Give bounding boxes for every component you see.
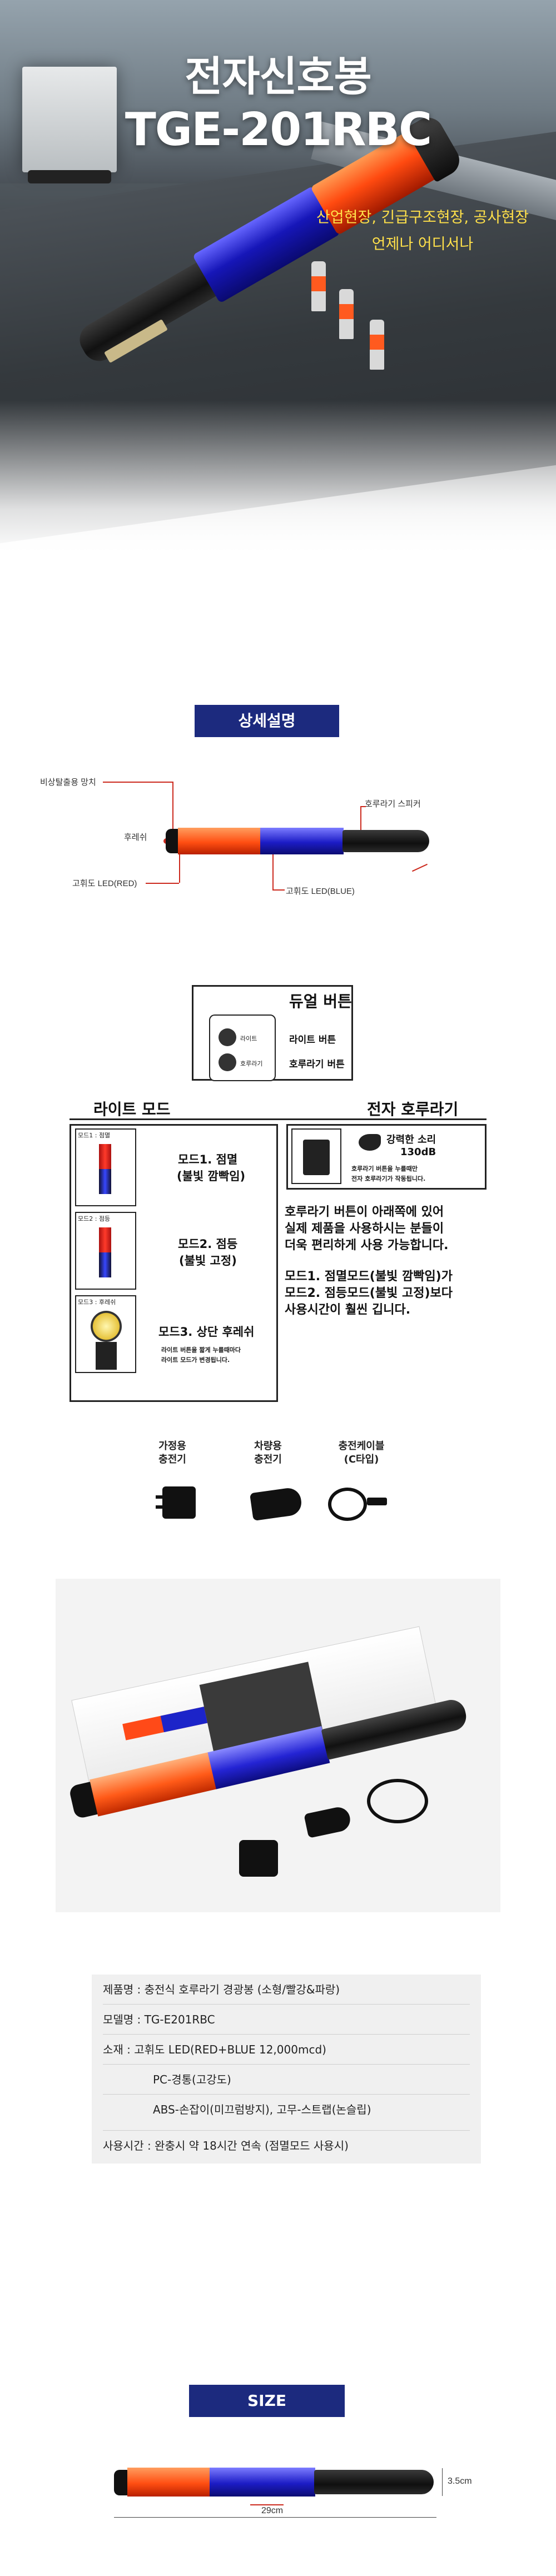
strap-line (250, 2504, 284, 2505)
pointer-line (103, 782, 172, 783)
photo-home-charger (239, 1840, 278, 1877)
photo-car-charger (304, 1805, 353, 1838)
plug-pin (156, 1495, 163, 1499)
button-panel-illustration (209, 1015, 276, 1081)
spec-row: 모델명 : TG-E201RBC (103, 2005, 470, 2035)
size-length-label: 29cm (261, 2506, 284, 2515)
home-charger-icon (162, 1486, 196, 1519)
size-baton-image (114, 2462, 434, 2502)
whistle-title: 전자 호루라기 (367, 1100, 459, 1118)
mode3-note-line1: 라이트 버튼을 짧게 누를때마다 (161, 1346, 241, 1354)
spec-table: 제품명 : 충전식 호루라기 경광봉 (소형/빨강&파랑) 모델명 : TG-E… (92, 1975, 481, 2130)
cable-icon (328, 1488, 367, 1521)
hero-cone (370, 320, 384, 370)
hero-cone (311, 261, 326, 311)
accessory-label-line2: 충전기 (158, 1454, 186, 1465)
product-package-photo (56, 1579, 500, 1912)
accessory-car-charger-label: 차량용 충전기 (240, 1440, 296, 1466)
length-dimension-line (114, 2517, 436, 2518)
mode1-blue-light (99, 1169, 111, 1194)
dual-button-title: 듀얼 버튼 (289, 992, 352, 1011)
mode2-title: 모드2. 점등 (178, 1237, 238, 1251)
mode2-tag: 모드2 : 점등 (78, 1215, 111, 1222)
hero-model: TGE-201RBC (125, 103, 432, 156)
hero-banner: 전자신호봉 TGE-201RBC 산업현장, 긴급구조현장, 공사현장 언제나 … (0, 0, 556, 556)
whistle-note-line1: 호루라기 버튼을 누를때만 (351, 1165, 418, 1172)
mode1-tag: 모드1 : 점멸 (78, 1132, 111, 1139)
flashlight-body (96, 1342, 117, 1370)
handle-illustration (303, 1140, 330, 1175)
whistle-button-icon (219, 1053, 236, 1071)
desc2-line2: 모드2. 점등모드(불빛 고정)보다 (285, 1286, 453, 1300)
mode1-desc: (불빛 깜빡임) (177, 1170, 246, 1183)
part-label-led-red: 고휘도 LED(RED) (72, 879, 137, 888)
desc2-line1: 모드1. 점멸모드(불빛 깜빡임)가 (285, 1270, 453, 1284)
desc2-line3: 사용시간이 훨씬 깁니다. (285, 1303, 411, 1317)
accessory-label-line1: 가정용 (158, 1440, 186, 1452)
whistle-button-small-label: 호루라기 (240, 1060, 263, 1067)
hero-subtitle-2: 언제나 어디서나 (371, 236, 474, 253)
pointer-line (272, 889, 285, 891)
mode2-blue-light (99, 1252, 111, 1277)
photo-cable (367, 1779, 428, 1823)
spec-table-footer: 사용시간 : 완충시 약 18시간 연속 (점멸모드 사용시) (92, 2130, 481, 2164)
part-label-led-blue: 고휘도 LED(BLUE) (286, 887, 355, 896)
part-label-emergency-tool: 비상탈출용 망치 (40, 778, 96, 787)
whistle-icon (359, 1134, 381, 1151)
sound-line2: 130dB (400, 1146, 436, 1158)
accessory-label-line1: 차량용 (254, 1440, 282, 1452)
whistle-note-line2: 전자 호루라기가 작동됩니다. (351, 1175, 426, 1182)
pointer-line (360, 806, 366, 807)
accessory-label-line1: 충전케이블 (338, 1440, 385, 1452)
pointer-line (360, 806, 361, 833)
plug-pin (156, 1505, 163, 1509)
height-dimension-line (442, 2468, 443, 2496)
mode3-title: 모드3. 상단 후레쉬 (158, 1325, 255, 1339)
pointer-line (172, 782, 173, 832)
spec-row: PC-경통(고강도) (103, 2065, 470, 2095)
pointer-line (272, 853, 274, 889)
hero-fade (0, 400, 556, 556)
accessory-label-line2: 충전기 (254, 1454, 282, 1465)
light-mode-title: 라이트 모드 (93, 1100, 171, 1118)
strap-line (411, 863, 428, 872)
hero-truck (22, 67, 117, 183)
mode3-tag: 모드3 : 후레쉬 (78, 1299, 116, 1306)
mode1-red-light (99, 1144, 111, 1169)
size-height-label: 3.5cm (448, 2476, 472, 2486)
light-button-label: 라이트 버튼 (289, 1035, 336, 1046)
baton-parts-image (166, 827, 429, 856)
light-button-small-label: 라이트 (240, 1035, 257, 1042)
whistle-button-label: 호루라기 버튼 (289, 1059, 345, 1070)
accessory-cable-label: 충전케이블 (C타입) (322, 1440, 400, 1466)
spec-row: 소재 : 고휘도 LED(RED+BLUE 12,000mcd) (103, 2035, 470, 2065)
mode3-note-line2: 라이트 모드가 변경됩니다. (161, 1356, 230, 1364)
pointer-line (179, 851, 180, 883)
flashlight-icon (91, 1311, 122, 1342)
cable-connector (367, 1498, 387, 1505)
section-size-badge: SIZE (189, 2385, 345, 2417)
spec-row: 제품명 : 충전식 호루라기 경광봉 (소형/빨강&파랑) (103, 1975, 470, 2005)
spec-row: 사용시간 : 완충시 약 18시간 연속 (점멸모드 사용시) (103, 2130, 470, 2160)
hero-cone (339, 289, 354, 339)
mode1-title: 모드1. 점멸 (178, 1153, 238, 1166)
light-button-icon (219, 1028, 236, 1046)
sound-line1: 강력한 소리 (386, 1134, 436, 1146)
accessory-home-charger-label: 가정용 충전기 (145, 1440, 200, 1466)
part-label-whistle-speaker: 호루라기 스피커 (365, 799, 421, 809)
desc1-line1: 호루라기 버튼이 아래쪽에 있어 (285, 1205, 444, 1219)
spec-row: ABS-손잡이(미끄럼방지), 고무-스트랩(논슬립) (153, 2103, 371, 2116)
section-detail-badge: 상세설명 (195, 705, 339, 737)
desc1-line3: 더욱 편리하게 사용 가능합니다. (285, 1239, 449, 1252)
desc1-line2: 실제 제품을 사용하시는 분들이 (285, 1222, 444, 1236)
mode2-desc: (불빛 고정) (179, 1254, 237, 1267)
part-label-flashlight: 후레쉬 (124, 833, 147, 842)
mode2-red-light (99, 1227, 111, 1252)
car-charger-icon (249, 1486, 304, 1521)
pointer-line (146, 883, 179, 884)
hero-title: 전자신호봉 (185, 53, 371, 101)
hero-subtitle-1: 산업현장, 긴급구조현장, 공사현장 (316, 209, 529, 226)
accessory-label-line2: (C타입) (344, 1454, 379, 1465)
divider-line (70, 1118, 487, 1120)
